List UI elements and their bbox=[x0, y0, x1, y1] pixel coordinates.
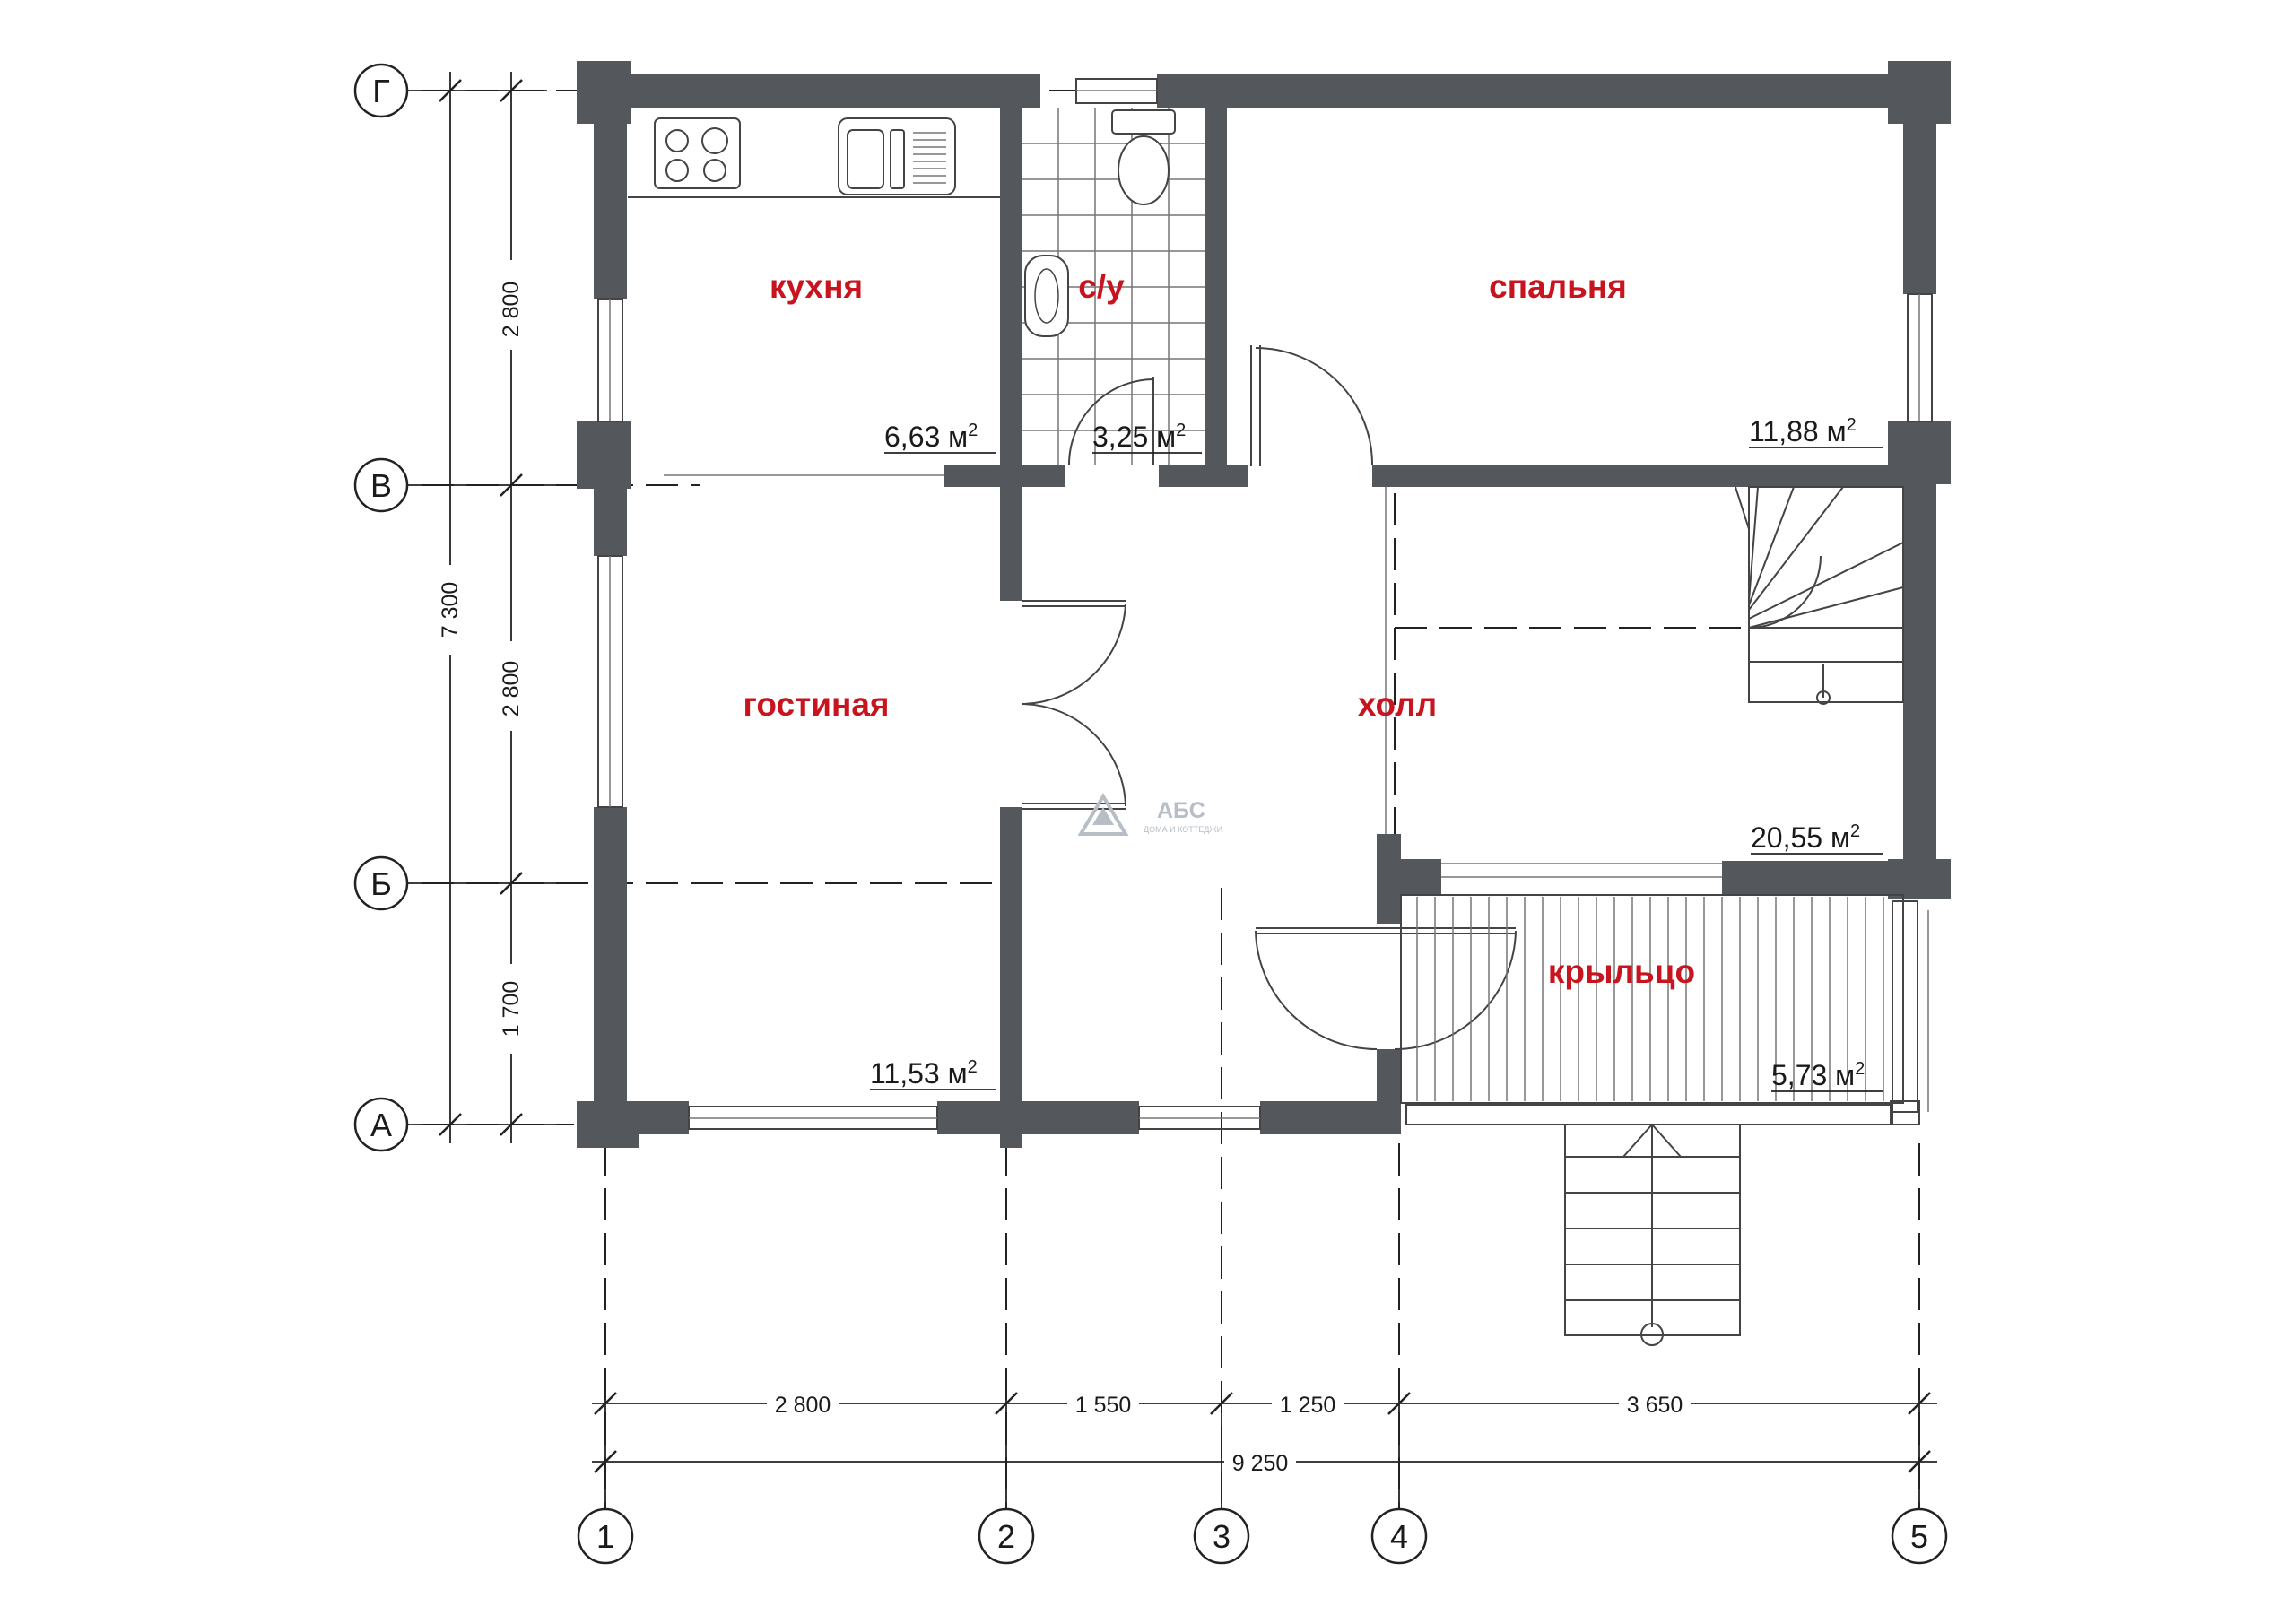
dim-horizontal-total: 9 250 bbox=[1232, 1451, 1289, 1476]
area-porch: 5,73 м2 bbox=[1771, 1059, 1865, 1091]
doors bbox=[1021, 345, 1517, 1050]
room-name-living: гостиная bbox=[744, 686, 890, 723]
axis-column-4: 4 bbox=[1390, 1518, 1408, 1555]
room-name-bathroom: с/у bbox=[1078, 268, 1125, 305]
room-name-porch: крыльцо bbox=[1548, 953, 1695, 990]
dim-horizontal-3: 1 250 bbox=[1280, 1393, 1336, 1418]
dim-vertical-2: 2 800 bbox=[499, 661, 524, 717]
bathroom-tiles bbox=[1022, 108, 1205, 487]
row-axis-markers: Г В Б А bbox=[353, 63, 409, 1152]
dim-horizontal-2: 1 550 bbox=[1075, 1393, 1132, 1418]
logo-name: АБС bbox=[1157, 798, 1205, 823]
kitchen-counter bbox=[628, 117, 1000, 198]
axis-row-3: Б bbox=[370, 865, 392, 902]
dim-horizontal-4: 3 650 bbox=[1627, 1393, 1683, 1418]
windows bbox=[597, 78, 1933, 1130]
room-name-bedroom: спальня bbox=[1489, 268, 1627, 305]
area-kitchen: 6,63 м2 bbox=[884, 421, 978, 453]
axis-column-1: 1 bbox=[596, 1518, 614, 1555]
entrance-steps bbox=[1564, 1124, 1741, 1346]
area-labels: 6,63 м2 3,25 м2 11,88 м2 11,53 м2 20,55 … bbox=[870, 415, 1883, 1092]
area-bedroom: 11,88 м2 bbox=[1749, 415, 1857, 447]
dim-horizontal-1: 2 800 bbox=[775, 1393, 831, 1418]
walls bbox=[577, 61, 1951, 1148]
horizontal-dimensions: 2 800 1 550 1 250 3 650 9 250 bbox=[592, 1381, 1937, 1489]
porch-decking bbox=[1400, 894, 1929, 1125]
dim-vertical-3: 1 700 bbox=[499, 981, 524, 1038]
axis-row-4: А bbox=[370, 1107, 392, 1143]
room-name-hall: холл bbox=[1358, 686, 1437, 723]
vertical-dimensions: 2 800 2 800 1 700 7 300 bbox=[408, 72, 574, 1143]
area-bathroom: 3,25 м2 bbox=[1092, 421, 1186, 453]
stairs-hall bbox=[1735, 486, 1904, 705]
area-hall: 20,55 м2 bbox=[1751, 821, 1860, 854]
column-axis-markers: 1 2 3 4 5 bbox=[577, 1489, 1948, 1565]
dim-vertical-total: 7 300 bbox=[438, 582, 463, 638]
room-name-kitchen: кухня bbox=[770, 268, 863, 305]
dim-vertical-1: 2 800 bbox=[499, 282, 524, 338]
axis-column-5: 5 bbox=[1910, 1518, 1928, 1555]
axis-column-3: 3 bbox=[1213, 1518, 1231, 1555]
area-living: 11,53 м2 bbox=[870, 1057, 978, 1090]
axis-row-2: В bbox=[370, 467, 392, 504]
axis-row-1: Г bbox=[372, 73, 390, 109]
axis-column-2: 2 bbox=[997, 1518, 1015, 1555]
abs-logo: АБС ДОМА И КОТТЕДЖИ bbox=[1077, 793, 1222, 836]
logo-tagline: ДОМА И КОТТЕДЖИ bbox=[1144, 825, 1222, 834]
room-labels: кухня с/у спальня гостиная холл крыльцо bbox=[744, 268, 1696, 990]
